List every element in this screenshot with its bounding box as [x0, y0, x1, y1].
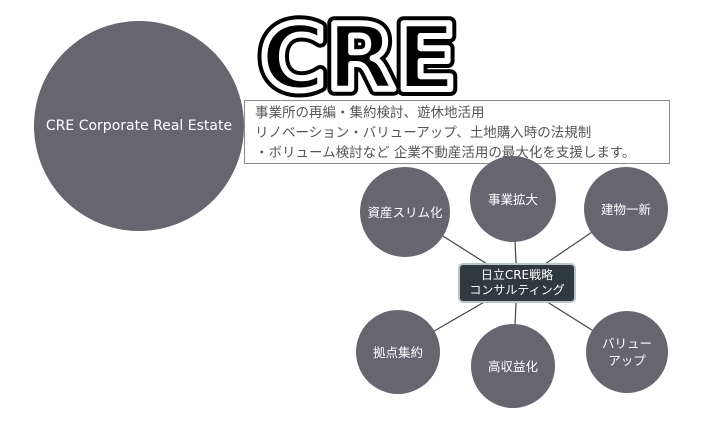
node-label: バリュー アップ	[601, 336, 652, 368]
node-high-profit: 高収益化	[471, 324, 555, 408]
node-business-expansion: 事業拡大	[470, 156, 556, 242]
description-line-3: ・ボリューム検討など 企業不動産活用の最大化を支援します。	[255, 145, 636, 161]
node-label: 高収益化	[487, 358, 538, 374]
node-label: 拠点集約	[372, 344, 423, 360]
node-building-renewal: 建物一新	[584, 167, 668, 251]
node-label: 資産スリム化	[367, 204, 443, 220]
node-asset-slim: 資産スリム化	[360, 167, 450, 257]
main-circle: CRE Corporate Real Estate	[34, 21, 244, 231]
node-value-up: バリュー アップ	[586, 311, 668, 393]
center-hub: 日立CRE戦略 コンサルティング	[458, 263, 576, 303]
description-box: 事業所の再編・集約検討、遊休地活用 リノベーション・バリューアップ、土地購入時の…	[244, 100, 670, 164]
center-hub-label: 日立CRE戦略 コンサルティング	[469, 268, 565, 297]
description-line-2: リノベーション・バリューアップ、土地購入時の法規制	[255, 125, 592, 141]
node-label: 建物一新	[600, 201, 651, 217]
title-text: CRE	[260, 6, 457, 111]
node-label: 事業拡大	[487, 191, 538, 207]
main-circle-label: CRE Corporate Real Estate	[45, 118, 233, 134]
description-line-1: 事業所の再編・集約検討、遊休地活用	[255, 105, 485, 121]
title-outline: CRE	[260, 6, 457, 111]
node-site-consolidation: 拠点集約	[356, 310, 440, 394]
page-title: CRE CRE	[253, 0, 464, 118]
